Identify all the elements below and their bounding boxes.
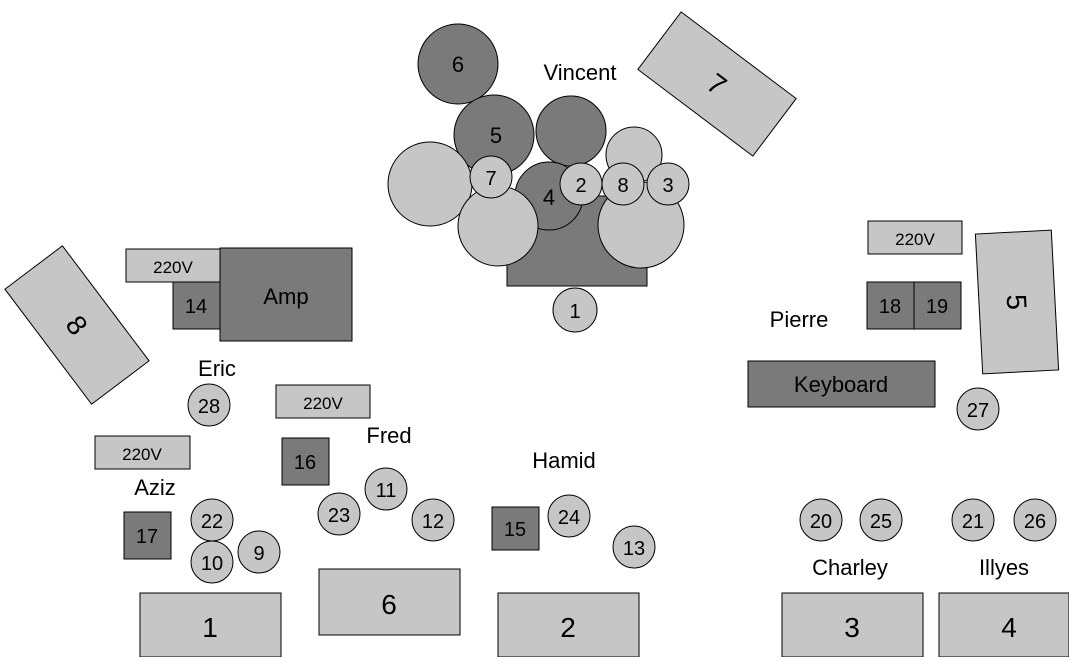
drum-5-label: 5 xyxy=(490,123,502,148)
drum-3-label: 3 xyxy=(662,175,673,197)
name-hamid: Hamid xyxy=(532,448,596,473)
input-13-label: 13 xyxy=(623,538,645,560)
input-24-label: 24 xyxy=(558,507,580,529)
drum-8 xyxy=(601,162,645,206)
name-illyes: Illyes xyxy=(979,555,1029,580)
wedge-4-label: 4 xyxy=(1001,612,1017,643)
wedge-3-label: 3 xyxy=(844,612,860,643)
input-24: 24 xyxy=(547,494,591,538)
power-outlet-4: 220V xyxy=(867,220,963,255)
input-10: 10 xyxy=(190,540,234,584)
input-16-label: 16 xyxy=(294,452,316,474)
input-15: 15 xyxy=(491,506,540,551)
input-14: 14 xyxy=(172,281,221,330)
input-11-label: 11 xyxy=(376,480,397,502)
input-9-label: 9 xyxy=(253,543,264,565)
input-20: 20 xyxy=(799,498,843,542)
wedge-6-label: 6 xyxy=(381,589,397,620)
input-28-label: 28 xyxy=(198,396,220,418)
name-charley: Charley xyxy=(812,555,888,580)
power-outlet-2-label: 220V xyxy=(303,394,343,413)
input-25: 25 xyxy=(859,498,903,542)
input-14-label: 14 xyxy=(185,296,207,318)
input-19-label: 19 xyxy=(926,296,948,318)
drum-3 xyxy=(646,162,690,206)
drum-4-label: 4 xyxy=(543,185,555,210)
input-9: 9 xyxy=(237,530,281,574)
input-11: 11 xyxy=(364,467,408,511)
power-outlet-4-label: 220V xyxy=(895,230,935,249)
power-outlet-3: 220V xyxy=(94,435,191,470)
power-outlet-1: 220V xyxy=(125,248,222,283)
power-outlet-3-label: 220V xyxy=(122,445,162,464)
input-10-label: 10 xyxy=(201,553,223,575)
wedge-7: 7 xyxy=(637,11,797,157)
input-22-label: 22 xyxy=(201,511,223,533)
input-26-label: 26 xyxy=(1024,511,1046,533)
drum-kit: 6 5 4 7 2 8 3 1 xyxy=(387,23,690,333)
wedge-6: 6 xyxy=(318,568,461,636)
keyboard: Keyboard xyxy=(747,360,936,408)
amp-label: Amp xyxy=(263,284,308,309)
input-21-label: 21 xyxy=(962,511,984,533)
name-fred: Fred xyxy=(366,423,411,448)
input-13: 13 xyxy=(612,525,656,569)
input-17-label: 17 xyxy=(136,526,158,548)
input-15-label: 15 xyxy=(504,519,526,541)
drum-1 xyxy=(552,287,598,333)
wedge-2-label: 2 xyxy=(560,612,576,643)
input-25-label: 25 xyxy=(870,511,892,533)
input-19: 19 xyxy=(913,281,962,330)
input-20-label: 20 xyxy=(810,511,832,533)
drum-7-label: 7 xyxy=(485,168,496,190)
drum-tom-right xyxy=(535,95,607,167)
cymbal-left xyxy=(387,141,473,227)
name-aziz: Aziz xyxy=(134,475,176,500)
input-23-label: 23 xyxy=(328,505,350,527)
name-eric: Eric xyxy=(198,356,236,381)
name-pierre: Pierre xyxy=(770,307,829,332)
input-16: 16 xyxy=(281,437,330,486)
wedge-1-label: 1 xyxy=(202,612,218,643)
power-outlet-1-label: 220V xyxy=(153,258,193,277)
input-26: 26 xyxy=(1013,498,1057,542)
drum-6 xyxy=(417,23,499,105)
wedge-4: 4 xyxy=(938,592,1069,657)
drum-6-label: 6 xyxy=(452,52,464,77)
keyboard-label: Keyboard xyxy=(794,372,888,397)
input-23: 23 xyxy=(317,492,361,536)
wedge-3: 3 xyxy=(781,592,924,657)
input-22: 22 xyxy=(190,498,234,542)
drum-8-label: 8 xyxy=(617,175,628,197)
wedge-5-label: 5 xyxy=(1001,293,1033,310)
drum-1-label: 1 xyxy=(569,301,580,323)
power-outlet-2: 220V xyxy=(275,384,371,419)
wedge-1: 1 xyxy=(139,592,282,657)
input-17: 17 xyxy=(123,511,172,560)
amp: Amp xyxy=(219,247,353,342)
input-18: 18 xyxy=(866,281,915,330)
wedge-2: 2 xyxy=(497,592,640,657)
input-18-label: 18 xyxy=(879,296,901,318)
drum-7 xyxy=(469,155,513,199)
wedge-5: 5 xyxy=(974,229,1060,375)
floor-tom-left xyxy=(457,185,539,267)
drum-2-label: 2 xyxy=(575,175,586,197)
input-12-label: 12 xyxy=(422,511,444,533)
wedge-8: 8 xyxy=(4,245,150,405)
name-vincent: Vincent xyxy=(544,60,617,85)
input-21: 21 xyxy=(951,498,995,542)
input-28: 28 xyxy=(187,383,231,427)
input-27-label: 27 xyxy=(967,400,989,422)
input-12: 12 xyxy=(411,498,455,542)
input-27: 27 xyxy=(956,387,1000,431)
